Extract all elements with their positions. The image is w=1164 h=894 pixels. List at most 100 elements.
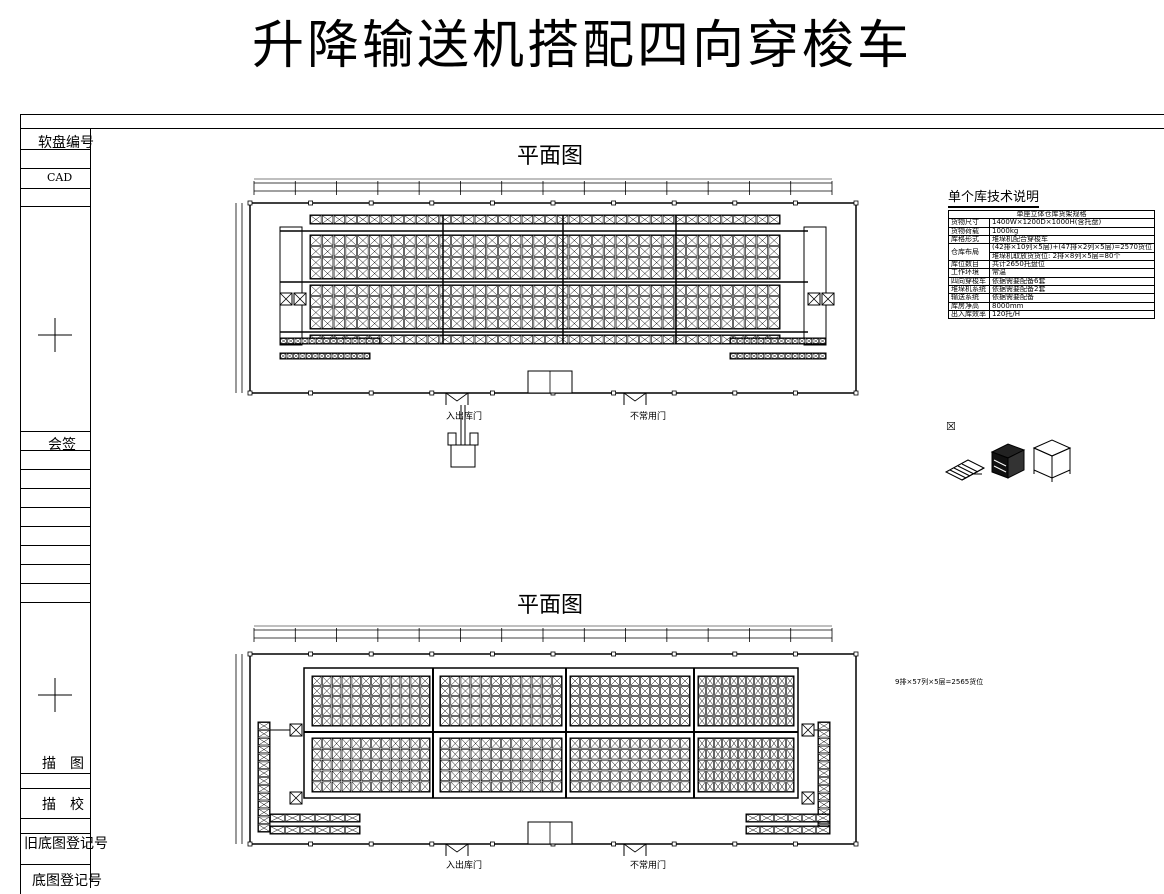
- building-column: [732, 841, 738, 847]
- rack-cell-diagonal: [580, 257, 592, 268]
- rack-cell-diagonal: [698, 318, 710, 329]
- rack-cell-diagonal: [531, 749, 542, 760]
- rack-cell-diagonal: [738, 676, 746, 686]
- rack-cell-diagonal: [463, 307, 475, 318]
- rack-cell-diagonal: [371, 781, 381, 792]
- building-column: [611, 390, 617, 396]
- rack-cell-diagonal: [392, 268, 404, 279]
- rack-cell-diagonal: [786, 770, 794, 781]
- rack-cell-diagonal: [756, 246, 768, 257]
- rack-cell-diagonal: [600, 738, 610, 749]
- rack-cell-diagonal: [486, 285, 498, 296]
- rack-cell-diagonal: [762, 760, 770, 770]
- rack-cell-diagonal: [733, 215, 745, 224]
- rack-cell-diagonal: [592, 257, 604, 268]
- rack-cell-diagonal: [792, 338, 799, 344]
- rack-cell-diagonal: [312, 781, 322, 792]
- rack-cell-diagonal: [686, 318, 698, 329]
- rack-cell-diagonal: [630, 686, 640, 696]
- rack-cell-diagonal: [709, 296, 721, 307]
- rack-cell-diagonal: [491, 770, 501, 781]
- rack-cell-diagonal: [322, 738, 332, 749]
- rack-cell-diagonal: [730, 676, 738, 686]
- rack-cell-diagonal: [756, 296, 768, 307]
- rack-cell-diagonal: [322, 235, 334, 246]
- rack-cell-diagonal: [332, 749, 342, 760]
- rack-cell-diagonal: [450, 770, 460, 781]
- rack-cell-diagonal: [768, 257, 780, 268]
- rack-cell-diagonal: [709, 307, 721, 318]
- rack-cell-diagonal: [481, 706, 491, 716]
- rack-cell-diagonal: [604, 246, 616, 257]
- rack-cell-diagonal: [404, 296, 416, 307]
- rack-cell-diagonal: [369, 215, 381, 224]
- rack-cell-diagonal: [357, 246, 369, 257]
- plan2-rack-block-3a: [697, 675, 795, 727]
- spec-value: (42排×10列×5层)+(47排×2列×5层)=2570货位: [988, 243, 1156, 253]
- rack-cell-diagonal: [730, 760, 738, 770]
- rack-cell-diagonal: [312, 738, 322, 749]
- rack-cell-diagonal: [802, 826, 816, 834]
- rack-cell-diagonal: [738, 760, 746, 770]
- rack-cell-diagonal: [361, 760, 371, 770]
- rack-cell-diagonal: [310, 285, 322, 296]
- rack-cell-diagonal: [721, 268, 733, 279]
- rack-cell-diagonal: [380, 285, 392, 296]
- rack-cell-diagonal: [714, 676, 722, 686]
- rack-cell-diagonal: [400, 676, 410, 686]
- rack-cell-diagonal: [491, 760, 501, 770]
- rack-cell-diagonal: [698, 268, 710, 279]
- pallet-sketches: [944, 439, 1072, 482]
- building-column: [853, 651, 859, 657]
- rack-cell-diagonal: [610, 706, 620, 716]
- rack-cell-diagonal: [706, 676, 714, 686]
- rack-cell-diagonal: [762, 770, 770, 781]
- rack-cell-diagonal: [450, 738, 460, 749]
- rack-cell-diagonal: [416, 296, 428, 307]
- rack-cell-diagonal: [630, 706, 640, 716]
- rack-cell-diagonal: [650, 749, 660, 760]
- rack-cell-diagonal: [568, 335, 580, 344]
- rack-cell-diagonal: [709, 235, 721, 246]
- building-column: [368, 841, 374, 847]
- rack-cell-diagonal: [470, 676, 481, 686]
- rack-cell-diagonal: [722, 770, 730, 781]
- rack-cell-diagonal: [258, 808, 270, 816]
- rack-cell-diagonal: [680, 696, 690, 706]
- rack-cell-diagonal: [451, 268, 463, 279]
- rack-cell-diagonal: [651, 268, 663, 279]
- door-swing: [445, 843, 469, 853]
- rack-cell-diagonal: [738, 770, 746, 781]
- rack-cell-diagonal: [330, 826, 345, 834]
- rack-cell-diagonal: [570, 770, 580, 781]
- plan2-door-main-label: 入出库门: [445, 861, 482, 871]
- lift-crossed-box: [293, 292, 307, 306]
- rack-cell-diagonal: [580, 749, 590, 760]
- rack-cell-diagonal: [351, 676, 361, 686]
- rack-cell-diagonal: [410, 770, 420, 781]
- rack-cell-diagonal: [258, 761, 270, 769]
- rack-cell-diagonal: [542, 676, 552, 686]
- rack-cell-diagonal: [639, 235, 651, 246]
- rack-cell-diagonal: [786, 696, 794, 706]
- rack-cell-diagonal: [463, 235, 475, 246]
- rack-cell-diagonal: [341, 781, 351, 792]
- rack-cell-diagonal: [521, 760, 532, 770]
- frame-border-left: [20, 114, 21, 894]
- rack-cell-diagonal: [774, 826, 788, 834]
- rack-cell-diagonal: [640, 696, 650, 706]
- rack-cell-diagonal: [640, 676, 650, 686]
- rack-cell-diagonal: [754, 716, 762, 726]
- rack-cell-diagonal: [627, 235, 639, 246]
- rack-cell-diagonal: [463, 318, 475, 329]
- rack-cell-diagonal: [620, 706, 630, 716]
- check-label: 描 校: [42, 797, 84, 813]
- rack-cell-diagonal: [420, 676, 430, 686]
- spec-value: 共计2650托盘位: [988, 260, 1156, 270]
- rack-cell-diagonal: [760, 826, 774, 834]
- rack-cell-diagonal: [369, 307, 381, 318]
- rack-cell-diagonal: [615, 285, 627, 296]
- rack-cell-diagonal: [786, 676, 794, 686]
- rack-cell-diagonal: [510, 318, 522, 329]
- rack-cell-diagonal: [501, 676, 511, 686]
